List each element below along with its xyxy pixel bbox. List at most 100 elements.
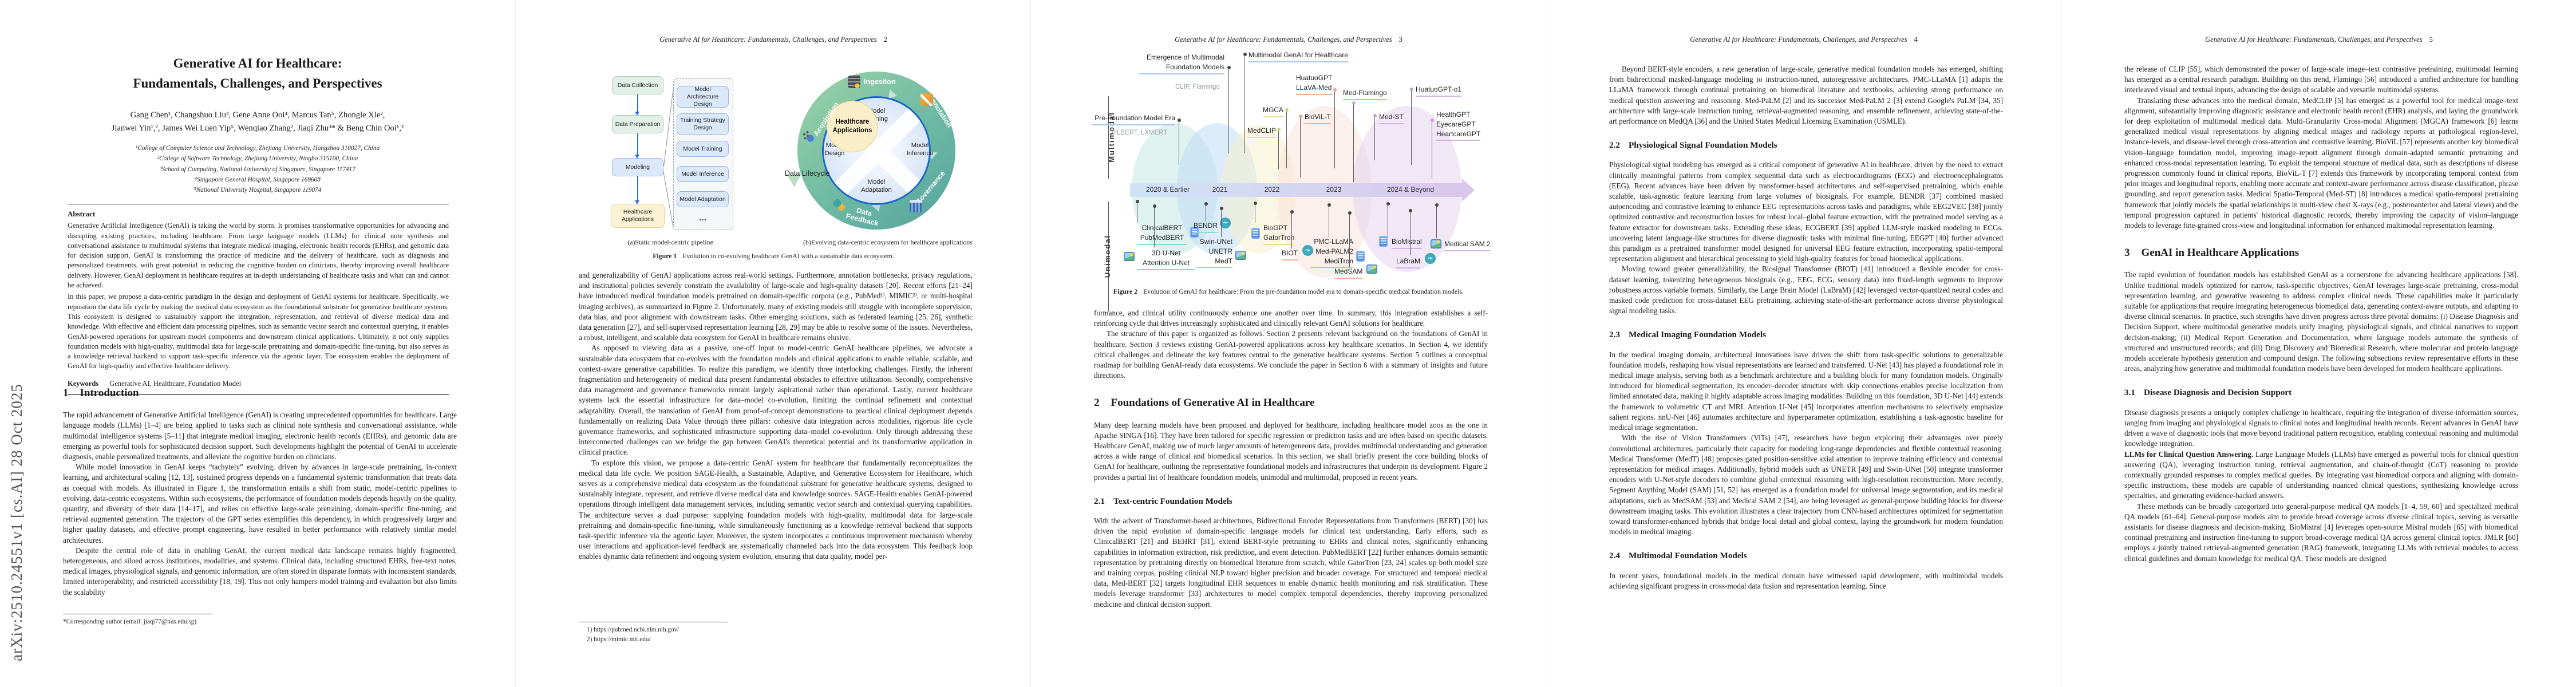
abstract-bottom-rule [68,394,449,396]
figure-1-caption-label: Figure 1 [653,252,677,260]
entry-bendr: BENDR [1194,221,1218,233]
entry-medsam: MedSAM [1334,267,1363,279]
section-heading-2: 2 Foundations of Generative AI in Healthc… [1094,397,1488,409]
url-footnotes: 1) https://pubmed.ncbi.nlm.nih.gov/ 2) h… [579,622,728,645]
entry-med-st: Med-ST [1379,112,1404,124]
entry-med-flamingo: Med-Flamingo [1343,88,1387,100]
entry-unet-group: 3D U-Net Attention U-Net [1137,248,1195,270]
ring-label-ingestion: Ingestion [864,78,896,86]
subsection-title: Multimodal Foundation Models [1628,551,1747,561]
waveform-icon [1220,218,1231,228]
timeline-stem [1372,114,1378,160]
paragraph: and generalizability of GenAI applicatio… [579,271,973,342]
caption-b: (b)Evolving data-centric ecosystem for h… [803,238,973,246]
page-3-body: formance, and clinical utility continuou… [1094,308,1488,610]
multimodal-axis-line [1108,96,1109,179]
entry-biomistral: BioMistral [1392,237,1422,249]
year-label: 2020 & Earlier [1145,185,1190,194]
step-model-architecture-design: Model Architecture Design [677,86,729,108]
timeline-stem [1242,53,1248,153]
abstract-paragraph: Generative Artificial Intelligence (GenA… [68,222,449,290]
authors-line-1: Gang Chen¹, Changshuo Liu³, Gene Anne Oo… [130,110,385,120]
paragraph: In recent years, foundational models in … [1609,571,2003,590]
timeline-stem [1332,88,1338,168]
flow-box-data-collection: Data Collection [612,76,663,94]
year-label: 2023 [1326,185,1342,194]
subsection-title: Disease Diagnosis and Decision Support [2143,388,2292,398]
corresponding-author-footnote: *Corresponding author (email: jiaqi77@nu… [63,614,212,627]
waveform-icon [1425,253,1436,264]
timeline-stem [1434,203,1440,238]
flow-box-healthcare-applications: Healthcare Applications [611,204,665,228]
paragraph: Disease diagnosis presents a uniquely co… [2124,408,2518,448]
paragraph-rest: Large Language Models (LLMs) have emerge… [2124,449,2518,500]
keywords-label: Keywords [68,379,99,388]
paragraph: In the medical imaging domain, architect… [1609,350,2003,432]
page-2: Generative AI for Healthcare: Fundamenta… [515,0,1031,687]
center-healthcare-applications: Healthcare Applications [827,101,878,152]
entry-biot: BIOT [1282,248,1298,260]
paper-title: Generative AI for Healthcare: Fundamenta… [133,56,382,90]
paragraph: With the rise of Vision Transformers (Vi… [1609,433,2003,536]
paragraph-lead: LLMs for Clinical Question Answering. [2124,449,2254,459]
subsection-number: 2.1 [1094,496,1105,506]
paragraph: As opposed to viewing data as a passive,… [579,344,973,457]
section-number: 1 [63,387,69,399]
annotation-icon [920,93,933,106]
abstract-block: Abstract Generative Artificial Intellige… [68,204,449,396]
entry-biovil-t: BioViL-T [1305,112,1331,124]
acquisition-icon [801,131,814,143]
steps-ellipsis: ... [698,213,707,223]
quad-model-inference: Model Inference [906,142,934,157]
governance-icon [910,200,922,212]
paragraph: These methods can be broadly categorized… [2124,502,2518,563]
page-2-body: and generalizability of GenAI applicatio… [579,270,973,562]
paragraph: Physiological signal modeling has emerge… [1609,160,2003,263]
entry-swinunet-group: Swin-UNet UNETR MedT [1196,237,1232,269]
subsection-title: Text-centric Foundation Models [1113,496,1232,506]
flow-arrow-line [637,176,638,200]
entry-biogpt-group: BioGPT GatorTron [1263,223,1295,245]
abstract-heading: Abstract [68,210,96,218]
paragraph: formance, and clinical utility continuou… [1094,309,1488,328]
flow-arrowhead-icon [635,112,639,116]
running-header-title: Generative AI for Healthcare: Fundamenta… [1175,35,1392,44]
page-5-body: the release of CLIP [55], which demonstr… [2124,64,2518,564]
timeline-bar [1130,183,1462,197]
timeline-stem [1298,114,1303,177]
step-model-training: Model Training [677,141,729,157]
paragraph: With the advent of Transformer-based arc… [1094,516,1488,609]
data-lifecycle-label: Data Lifecycle [785,169,830,177]
unimodal-axis-line [1108,202,1109,311]
step-training-strategy-design: Training Strategy Design [677,113,729,135]
footnote-text[interactable]: *Corresponding author (email: jiaqi77@nu… [63,618,197,625]
figure-2-caption-text: Evolution of GenAI for healthcare: From … [1143,287,1464,295]
section-number: 3 [2124,247,2130,259]
entry-huatuogpt-o1: HuatuoGPT-o1 [1416,85,1462,97]
entry-labram: LaBraM [1396,256,1421,269]
section-title: Foundations of Generative AI in Healthca… [1111,397,1315,409]
footnote-link[interactable]: 2) https://mimic.mit.edu/ [587,636,651,643]
document-icon [1379,236,1388,247]
timeline-stem [1289,210,1295,248]
subsection-number: 2.2 [1609,140,1620,151]
subsection-heading-2-1: 2.1 Text-centric Foundation Models [1094,496,1488,507]
arxiv-watermark: arXiv:2510.24551v1 [cs.AI] 28 Oct 2025 [8,384,25,661]
waveform-icon [1302,245,1313,256]
section-number: 2 [1094,397,1100,409]
image-icon [1366,264,1377,274]
paragraph: Moving toward greater generalizability, … [1609,264,2003,315]
page-5: Generative AI for Healthcare: Fundamenta… [2061,0,2576,687]
entry-pre-foundation-era: Pre-Foundation Model Era [1092,113,1175,125]
timeline-stem [1219,207,1224,237]
page-1: arXiv:2510.24551v1 [cs.AI] 28 Oct 2025 G… [0,0,515,687]
footnote-link[interactable]: 1) https://pubmed.ncbi.nlm.nih.gov/ [587,626,679,633]
paragraph: The rapid evolution of foundation models… [2124,270,2518,373]
paragraph: Translating these advances into the medi… [2124,96,2518,230]
page-4-body: Beyond BERT-style encoders, a new genera… [1609,64,2003,591]
